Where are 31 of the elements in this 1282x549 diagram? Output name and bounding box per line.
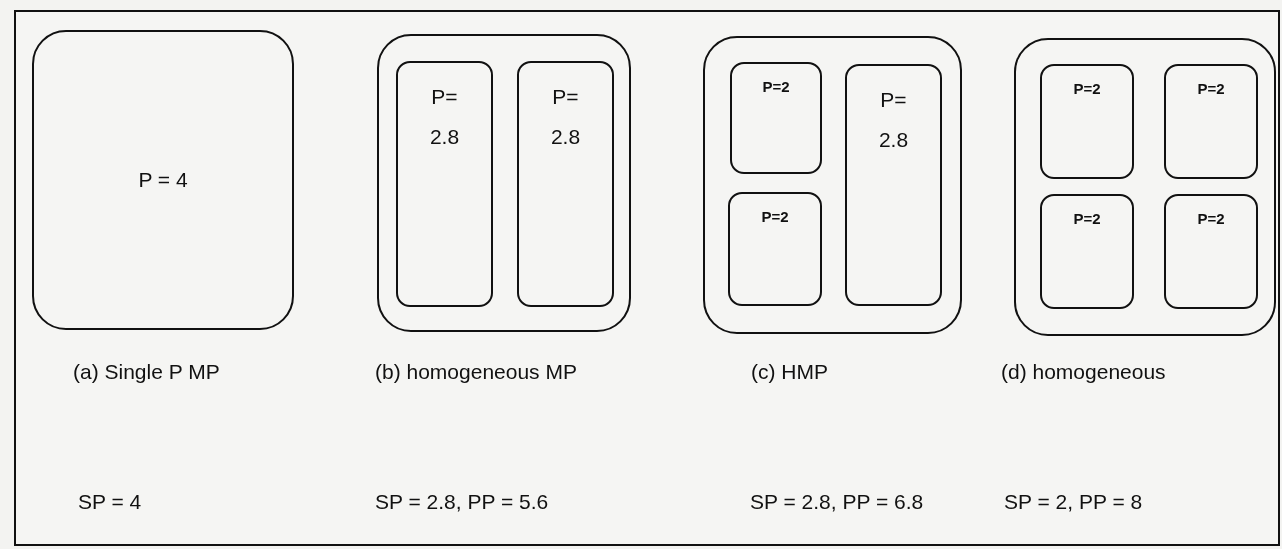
- processor-box: [32, 30, 294, 330]
- processor-label: P=2: [762, 78, 790, 96]
- processor-label: P= 2.8: [428, 84, 461, 150]
- group-box: [1014, 38, 1276, 336]
- performance-note: SP = 4: [78, 489, 142, 515]
- processor-box: [730, 62, 822, 174]
- processor-box: [1164, 64, 1258, 179]
- processor-label: P=2: [1073, 80, 1101, 98]
- performance-note: SP = 2.8, PP = 6.8: [750, 489, 924, 515]
- panel-caption: (b) homogeneous MP: [375, 359, 578, 385]
- performance-note: SP = 2, PP = 8: [1004, 489, 1143, 515]
- processor-box: [1164, 194, 1258, 309]
- processor-box: [517, 61, 614, 307]
- processor-label: P= 2.8: [877, 87, 910, 153]
- processor-label: P=2: [761, 208, 789, 226]
- processor-box: [396, 61, 493, 307]
- processor-box: [1040, 64, 1134, 179]
- performance-note: SP = 2.8, PP = 5.6: [375, 489, 549, 515]
- processor-box: [845, 64, 942, 306]
- processor-label: P = 4: [138, 167, 188, 194]
- group-box: [377, 34, 631, 332]
- processor-label: P=2: [1073, 210, 1101, 228]
- processor-box: [1040, 194, 1134, 309]
- panel-caption: (c) HMP: [751, 359, 829, 385]
- panel-caption: (a) Single P MP: [73, 359, 221, 385]
- processor-label: P=2: [1197, 210, 1225, 228]
- group-box: [703, 36, 962, 334]
- panel-caption: (d) homogeneous: [1001, 359, 1167, 385]
- processor-label: P= 2.8: [549, 84, 582, 150]
- processor-box: [728, 192, 822, 306]
- processor-label: P=2: [1197, 80, 1225, 98]
